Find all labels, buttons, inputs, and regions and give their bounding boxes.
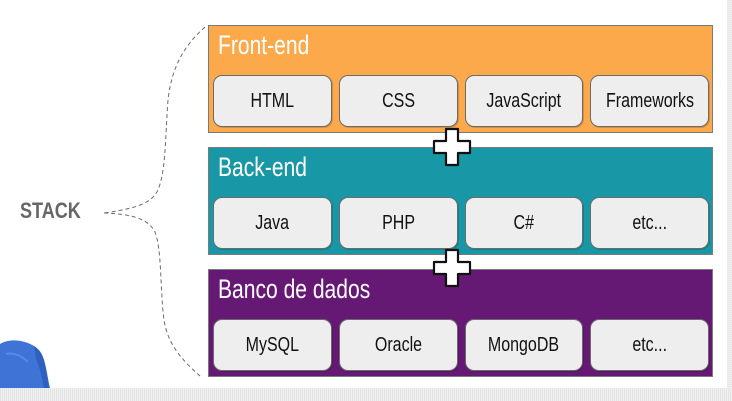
page-bottom-border xyxy=(0,388,732,401)
chip-mongodb: MongoDB xyxy=(464,319,584,371)
plus-icon xyxy=(432,248,472,288)
chip-php: PHP xyxy=(338,197,458,249)
stack-label: STACK xyxy=(20,198,81,223)
chip-label: C# xyxy=(513,211,535,234)
database-title: Banco de dados xyxy=(218,274,371,304)
chip-etc: etc... xyxy=(590,197,709,249)
person-image xyxy=(0,340,50,388)
chip-label: CSS xyxy=(381,89,415,112)
chip-csharp: C# xyxy=(464,197,584,249)
chip-label: MySQL xyxy=(245,333,300,356)
chip-mysql: MySQL xyxy=(213,319,332,371)
chip-label: Oracle xyxy=(374,333,422,356)
chip-etc: etc... xyxy=(590,319,709,371)
back-end-layer: Back-end Java PHP C# etc... xyxy=(208,147,713,255)
chip-label: JavaScript xyxy=(486,89,562,112)
database-items: MySQL Oracle MongoDB etc... xyxy=(213,319,709,371)
chip-oracle: Oracle xyxy=(338,319,458,371)
plus-icon xyxy=(432,127,472,167)
chip-label: PHP xyxy=(381,211,415,234)
page-right-border xyxy=(727,0,732,401)
back-end-items: Java PHP C# etc... xyxy=(213,197,709,249)
back-end-title: Back-end xyxy=(218,152,307,182)
chip-label: Frameworks xyxy=(605,89,694,112)
chip-java: Java xyxy=(213,197,332,249)
chip-javascript: JavaScript xyxy=(464,75,584,127)
chip-label: Java xyxy=(255,211,290,234)
chip-label: MongoDB xyxy=(488,333,560,356)
front-end-layer: Front-end HTML CSS JavaScript Frameworks xyxy=(208,25,713,133)
front-end-title: Front-end xyxy=(218,30,310,60)
database-layer: Banco de dados MySQL Oracle MongoDB etc.… xyxy=(208,269,713,377)
chip-label: HTML xyxy=(250,89,295,112)
front-end-items: HTML CSS JavaScript Frameworks xyxy=(213,75,709,127)
chip-label: etc... xyxy=(632,211,667,234)
chip-html: HTML xyxy=(213,75,332,127)
chip-frameworks: Frameworks xyxy=(590,75,709,127)
chip-label: etc... xyxy=(632,333,667,356)
chip-css: CSS xyxy=(338,75,458,127)
